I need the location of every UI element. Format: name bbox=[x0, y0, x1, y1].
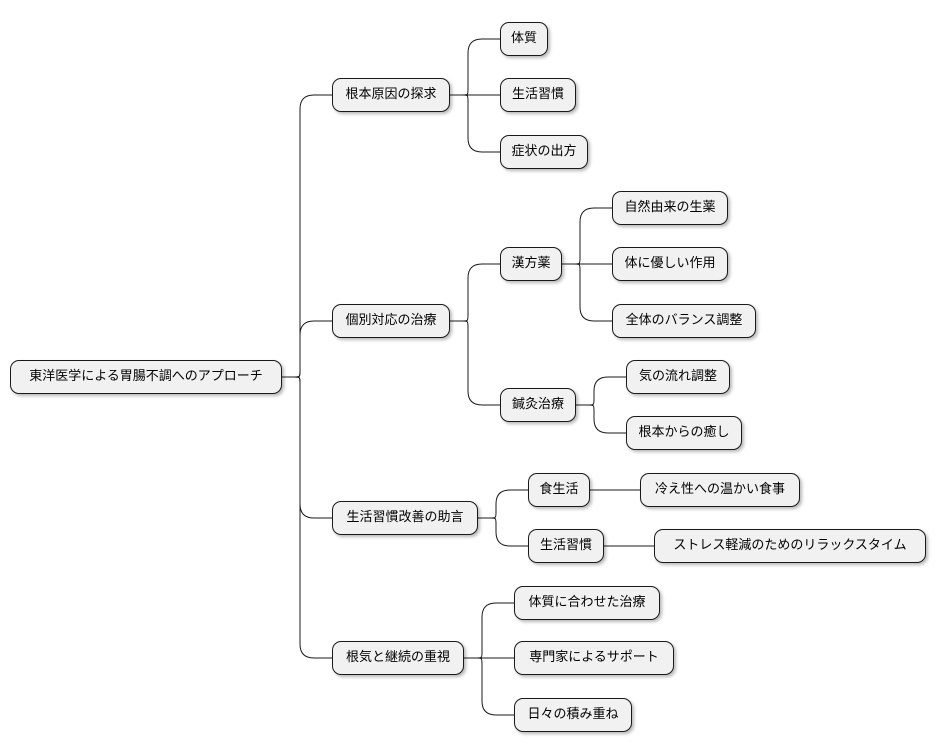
connector-root-b4 bbox=[282, 376, 332, 659]
leaf-node-warm-meals: 冷え性への温かい食事 bbox=[640, 473, 800, 507]
connector-b2c2-b2c2b bbox=[576, 404, 626, 434]
leaf-node-root-healing: 根本からの癒し bbox=[626, 416, 742, 450]
connector-root-b2 bbox=[282, 320, 332, 378]
leaf-node-whole-balance: 全体のバランス調整 bbox=[612, 304, 756, 338]
branch-node-root-cause: 根本原因の探求 bbox=[332, 78, 450, 112]
connector-b3-b3c1 bbox=[478, 489, 528, 519]
branch-node-persistence: 根気と継続の重視 bbox=[332, 641, 464, 675]
leaf-node-tailored-treatment: 体質に合わせた治療 bbox=[514, 586, 660, 620]
connector-b2c2-b2c2a bbox=[576, 376, 626, 406]
branch-node-lifestyle-advice: 生活習慣改善の助言 bbox=[332, 501, 478, 535]
connector-b2c1-b2c1a bbox=[562, 207, 612, 265]
leaf-node-gentle-action: 体に優しい作用 bbox=[612, 247, 728, 281]
leaf-node-lifestyle: 生活習慣 bbox=[500, 78, 576, 112]
connector-b1-b1c3 bbox=[450, 94, 500, 153]
connector-root-b1 bbox=[282, 94, 332, 378]
sub-node-kampo-medicine: 漢方薬 bbox=[500, 247, 562, 281]
branch-node-individual-treatment: 個別対応の治療 bbox=[332, 304, 450, 338]
leaf-node-qi-flow: 気の流れ調整 bbox=[626, 360, 730, 394]
root-node: 東洋医学による胃腸不調へのアプローチ bbox=[10, 360, 282, 394]
connector-b1-b1c1 bbox=[450, 38, 500, 96]
connector-b2c1-b2c1c bbox=[562, 263, 612, 322]
sub-node-lifestyle-habits: 生活習慣 bbox=[528, 529, 604, 563]
leaf-node-constitution: 体質 bbox=[500, 22, 548, 56]
connector-b4-b4c3 bbox=[464, 657, 514, 716]
connector-b4-b4c1 bbox=[464, 602, 514, 659]
connector-b2-b2c2 bbox=[450, 320, 500, 406]
leaf-node-symptom-pattern: 症状の出方 bbox=[500, 135, 588, 169]
sub-node-acupuncture: 鍼灸治療 bbox=[500, 388, 576, 422]
connector-root-b3 bbox=[282, 376, 332, 519]
connector-b3-b3c2 bbox=[478, 517, 528, 547]
leaf-node-expert-support: 専門家によるサポート bbox=[514, 641, 674, 675]
leaf-node-stress-relief: ストレス軽減のためのリラックスタイム bbox=[654, 529, 926, 563]
leaf-node-natural-herbs: 自然由来の生薬 bbox=[612, 191, 728, 225]
leaf-node-daily-effort: 日々の積み重ね bbox=[514, 698, 632, 732]
sub-node-diet: 食生活 bbox=[528, 473, 590, 507]
connector-b2-b2c1 bbox=[450, 263, 500, 322]
